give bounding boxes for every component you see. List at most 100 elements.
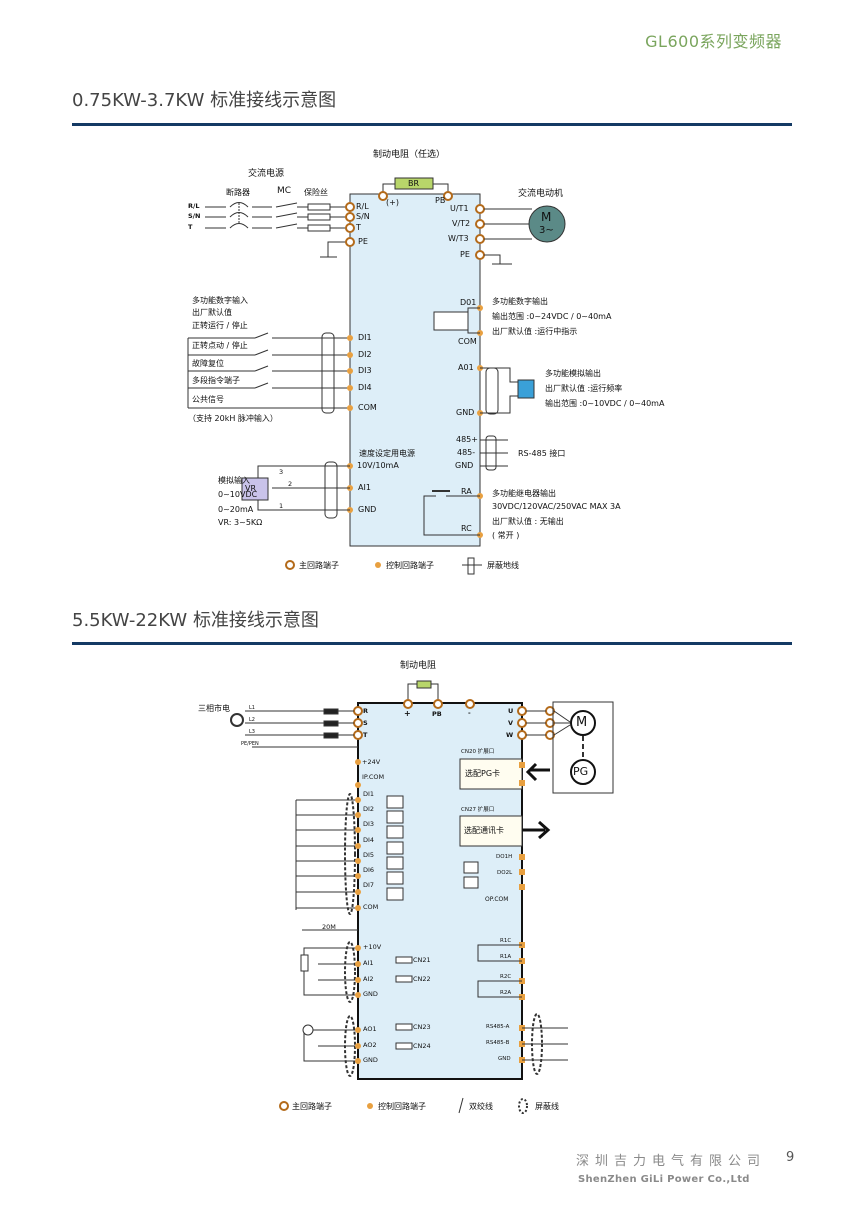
rs485-label: RS-485 接口 <box>518 449 566 458</box>
breaker-label: 断路器 <box>226 188 250 197</box>
comm-card-label: 选配通讯卡 <box>464 826 504 835</box>
terminal-label: DI2 <box>358 350 372 359</box>
terminal-label: IP.COM <box>362 773 385 781</box>
ao-desc: 出厂默认值 :运行频率 <box>545 384 623 393</box>
line-label: L1 <box>249 705 255 711</box>
terminal-label: DI1 <box>363 790 375 798</box>
terminal-label: 485- <box>457 448 476 457</box>
terminal-label: U/T1 <box>450 204 469 213</box>
terminal-label: DI5 <box>363 851 375 859</box>
di-heading: 出厂默认值 <box>192 308 232 317</box>
fuse-label: 保险丝 <box>304 188 328 197</box>
legend-shielded-wire: 屏蔽线 <box>535 1102 559 1111</box>
terminal-label: RS485-B <box>486 1040 510 1046</box>
relay-desc: 多功能继电器输出 <box>492 489 556 498</box>
company-name-cn: 深圳吉力电气有限公司 <box>576 1154 767 1169</box>
inverter-body-1 <box>349 193 481 547</box>
phase-label: R/L <box>188 202 200 210</box>
di-function: 公共信号 <box>192 395 224 404</box>
terminal-label: PB <box>432 710 442 718</box>
terminal-label: +10V <box>363 943 382 951</box>
supply-label: 三相市电 <box>198 704 230 713</box>
terminal-label: DI2 <box>363 805 375 813</box>
terminal-label: W/T3 <box>448 234 469 243</box>
terminal-label: DI3 <box>363 820 375 828</box>
section2-rule <box>72 642 792 645</box>
terminal-label: T <box>356 223 361 232</box>
di-function: 正转点动 / 停止 <box>192 341 248 350</box>
terminal-label: DI6 <box>363 866 375 874</box>
ao-desc: 多功能模拟输出 <box>545 369 601 378</box>
terminal-label: PE <box>358 237 368 246</box>
di-function: 多段指令端子 <box>192 376 240 385</box>
motor-symbol-2 <box>570 710 596 736</box>
terminal-label: R1C <box>500 938 512 944</box>
terminal-label: D01 <box>460 298 477 307</box>
pb-label: PB <box>435 196 446 205</box>
terminal-label: V <box>508 719 514 727</box>
terminal-label: AI2 <box>363 975 374 983</box>
terminal-label: R2A <box>500 990 512 996</box>
line-label: L3 <box>249 729 255 735</box>
cn27-label: CN27 扩展口 <box>461 807 495 813</box>
section1-rule <box>72 123 792 126</box>
vr-pin: 1 <box>279 502 284 510</box>
ac-supply-label: 交流电源 <box>248 169 285 179</box>
pg-card <box>459 758 523 790</box>
terminal-label: - <box>468 709 471 717</box>
legend-control-terminal-2: 控制回路端子 <box>378 1102 426 1111</box>
legend-twisted-pair: 双绞线 <box>469 1102 493 1111</box>
pg-encoder-symbol <box>570 759 596 785</box>
terminal-label: 10V/10mA <box>357 461 399 470</box>
vr-pin: 2 <box>288 480 293 488</box>
terminal-label: GND <box>498 1056 511 1062</box>
jumper-label: CN23 <box>413 1023 431 1031</box>
vr-pin: 3 <box>279 468 284 476</box>
ai-desc: VR: 3~5KΩ <box>218 518 263 527</box>
terminal-plus <box>378 191 388 201</box>
terminal-label: GND <box>363 990 378 998</box>
di-heading: 多功能数字输入 <box>192 296 248 305</box>
relay-desc: 30VDC/120VAC/250VAC MAX 3A <box>492 502 621 511</box>
plus-label: (+) <box>386 198 399 207</box>
relay-desc: ( 常开 ) <box>492 531 520 540</box>
relay-desc: 出厂默认值 : 无输出 <box>492 517 564 526</box>
ai-desc: 模拟输入 <box>218 476 250 485</box>
terminal-label: COM <box>458 337 477 346</box>
legend-main-terminal: 主回路端子 <box>299 561 339 570</box>
terminal-label: RA <box>461 487 472 496</box>
ai-desc: 0~10VDC <box>218 490 258 499</box>
input-lines <box>205 202 346 258</box>
br-label: BR <box>408 179 420 188</box>
terminal-label: R/L <box>356 202 369 211</box>
terminal-label: AI1 <box>358 483 371 492</box>
terminal-label: T <box>363 731 368 739</box>
line-label: PE/PEN <box>241 741 259 747</box>
terminal-label: A01 <box>458 363 474 372</box>
motor-label: 交流电动机 <box>518 189 564 199</box>
do-desc: 输出范围 :0~24VDC / 0~40mA <box>492 312 612 321</box>
terminal-label: DO1H <box>496 854 513 860</box>
vr-potentiometer <box>241 477 269 501</box>
pg-card-label: 选配PG卡 <box>465 769 501 778</box>
terminal-label: OP.COM <box>485 896 509 903</box>
jumper-label: CN21 <box>413 956 431 964</box>
terminal-label: V/T2 <box>452 219 471 228</box>
terminal-label: GND <box>456 408 475 417</box>
jumper-label: CN24 <box>413 1042 431 1050</box>
pg-label: PG <box>573 765 589 778</box>
motor-phase: 3~ <box>539 225 554 236</box>
page-number: 9 <box>786 1150 795 1165</box>
ao-desc: 输出范围 :0~10VDC / 0~40mA <box>545 399 665 408</box>
terminal-label: W <box>506 731 514 739</box>
series-title: GL600系列变频器 <box>645 32 782 51</box>
jumper-label: CN22 <box>413 975 431 983</box>
legend-control-terminal: 控制回路端子 <box>386 561 434 570</box>
terminal-label: + <box>404 709 411 718</box>
terminal-label: PE <box>460 250 470 259</box>
terminal-label: RC <box>461 524 472 533</box>
company-name-en: ShenZhen GiLi Power Co.,Ltd <box>578 1174 750 1185</box>
terminal-label: 485+ <box>456 435 478 444</box>
terminal-label: GND <box>363 1056 378 1064</box>
